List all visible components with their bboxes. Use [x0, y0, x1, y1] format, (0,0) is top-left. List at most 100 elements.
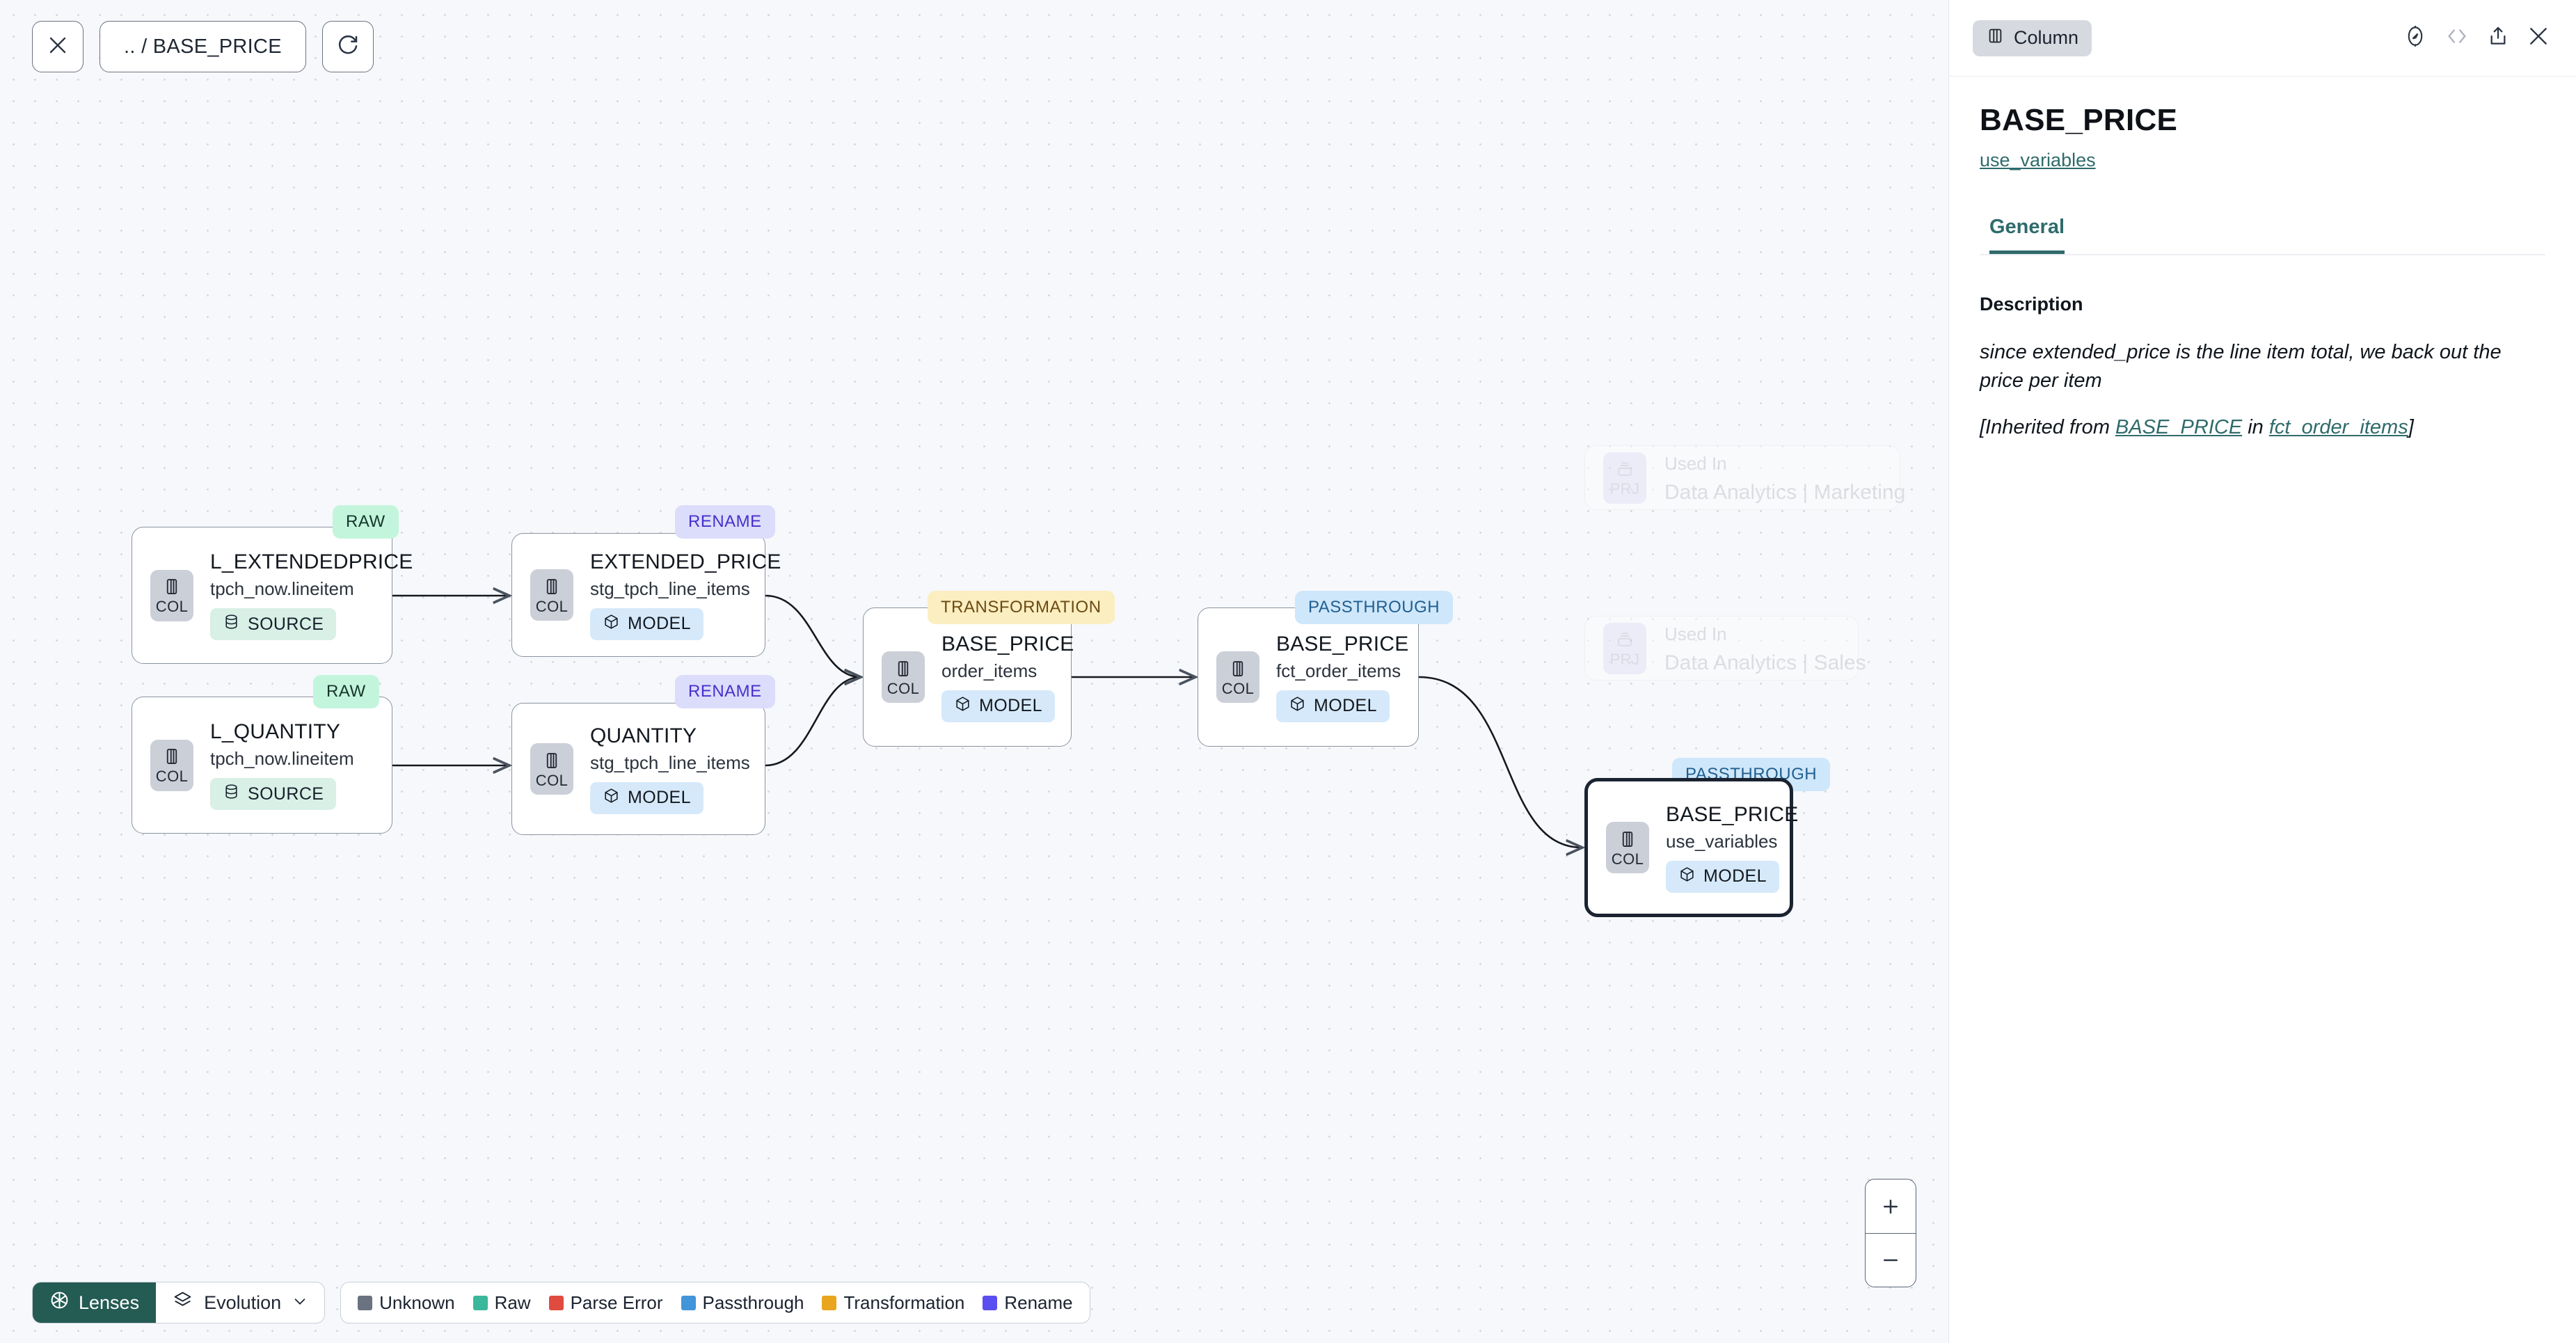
- compass-icon[interactable]: [2403, 24, 2427, 51]
- zoom-out-button[interactable]: [1866, 1233, 1916, 1287]
- node-kind-badge: MODEL: [1666, 860, 1779, 893]
- legend-swatch: [548, 1295, 564, 1310]
- lineage-badge-quantity: RENAME: [675, 675, 775, 708]
- model-link[interactable]: use_variables: [1980, 150, 2096, 170]
- lineage-badge-order_items: TRANSFORMATION: [928, 591, 1115, 624]
- used-in-label: Used In: [1664, 623, 1727, 644]
- legend-swatch: [358, 1295, 373, 1310]
- chip-label: COL: [155, 598, 189, 615]
- column-type-chip: COL: [150, 569, 193, 621]
- canvas-toolbar: .. / BASE_PRICE: [32, 21, 374, 72]
- legend-item[interactable]: Parse Error: [548, 1292, 663, 1314]
- zoom-in-button[interactable]: [1866, 1179, 1916, 1233]
- legend-label: Raw: [494, 1292, 531, 1313]
- project-type-chip: PRJ: [1603, 622, 1646, 674]
- column-type-chip: COL: [1216, 651, 1259, 703]
- details-panel: Column: [1948, 0, 2576, 1343]
- share-icon[interactable]: [2487, 25, 2509, 51]
- used-in-card-used-sales[interactable]: PRJ Used In Data Analytics | Sales: [1584, 616, 1866, 681]
- chip-label: COL: [155, 768, 189, 785]
- project-type-chip: PRJ: [1603, 452, 1646, 504]
- column-icon: [161, 746, 182, 767]
- panel-header: Column: [1949, 0, 2576, 77]
- evolution-dropdown[interactable]: Evolution: [156, 1282, 324, 1323]
- chip-label: COL: [1611, 850, 1644, 868]
- node-subtitle: fct_order_items: [1276, 660, 1401, 681]
- used-in-label: Used In: [1664, 452, 1727, 474]
- node-kind-label: SOURCE: [248, 784, 324, 804]
- legend-swatch: [472, 1295, 488, 1310]
- lenses-button[interactable]: Lenses: [33, 1282, 157, 1323]
- node-kind-badge: MODEL: [590, 607, 703, 640]
- legend-swatch: [681, 1295, 696, 1310]
- column-type-chip: COL: [530, 743, 573, 795]
- code-icon[interactable]: [2445, 24, 2469, 51]
- chip-label: PRJ: [1609, 480, 1640, 498]
- inherit-prefix: [Inherited from: [1980, 416, 2116, 439]
- legend-item[interactable]: Rename: [983, 1292, 1073, 1314]
- node-subtitle: stg_tpch_line_items: [590, 578, 750, 599]
- legend-item[interactable]: Passthrough: [681, 1292, 804, 1314]
- aperture-icon: [49, 1290, 70, 1315]
- close-button[interactable]: [32, 21, 84, 72]
- panel-body: BASE_PRICE use_variables General Descrip…: [1949, 77, 2576, 439]
- inherit-mid: in: [2242, 416, 2269, 439]
- refresh-icon: [337, 34, 359, 60]
- lineage-badge-extended_price: RENAME: [675, 505, 775, 539]
- legend-label: Passthrough: [702, 1292, 804, 1313]
- node-title: BASE_PRICE: [1666, 802, 1799, 826]
- breadcrumb[interactable]: .. / BASE_PRICE: [100, 21, 306, 72]
- chip-label: COL: [887, 679, 920, 697]
- cube-icon: [1289, 695, 1306, 717]
- node-kind-badge: SOURCE: [210, 778, 337, 810]
- node-subtitle: tpch_now.lineitem: [210, 748, 354, 769]
- column-icon: [1986, 26, 2005, 50]
- legend-item[interactable]: Transformation: [822, 1292, 964, 1314]
- column-icon: [1617, 829, 1638, 850]
- node-subtitle: tpch_now.lineitem: [210, 578, 354, 599]
- node-title: BASE_PRICE: [1276, 632, 1409, 655]
- node-kind-label: MODEL: [628, 788, 691, 807]
- used-in-name: Data Analytics | Sales: [1664, 651, 1866, 675]
- node-title: EXTENDED_PRICE: [590, 550, 781, 573]
- column-icon: [893, 658, 914, 679]
- inherit-column-link[interactable]: BASE_PRICE: [2115, 416, 2243, 439]
- zoom-controls: [1865, 1179, 1916, 1287]
- legend-swatch: [983, 1295, 998, 1310]
- refresh-button[interactable]: [321, 21, 374, 72]
- legend-label: Rename: [1004, 1292, 1073, 1313]
- column-type-chip: COL: [882, 651, 925, 703]
- node-kind-label: MODEL: [979, 696, 1042, 715]
- tab-general[interactable]: General: [1989, 216, 2065, 254]
- plus-icon: [1884, 1199, 1898, 1214]
- legend-item[interactable]: Raw: [472, 1292, 531, 1314]
- legend-label: Transformation: [843, 1292, 965, 1313]
- cube-icon: [603, 613, 620, 635]
- inherit-model-link[interactable]: fct_order_items: [2268, 416, 2408, 439]
- legend-item[interactable]: Unknown: [358, 1292, 455, 1314]
- lineage-badge-l_quantity: RAW: [313, 675, 379, 708]
- lineage-badge-l_extendedprice: RAW: [333, 505, 399, 539]
- node-kind-label: MODEL: [628, 614, 691, 633]
- lineage-legend: Unknown Raw Parse Error Passthrough Transfor…: [340, 1282, 1090, 1324]
- inherited-from: [Inherited from BASE_PRICE in fct_order_…: [1980, 416, 2545, 439]
- close-panel-icon[interactable]: [2527, 25, 2550, 51]
- description-text: since extended_price is the line item to…: [1980, 341, 2502, 392]
- panel-actions: [2403, 24, 2550, 51]
- cube-icon: [603, 787, 620, 809]
- project-icon: [1614, 459, 1635, 479]
- node-kind-label: MODEL: [1314, 696, 1377, 715]
- panel-tabs: General: [1980, 216, 2545, 255]
- project-icon: [1614, 629, 1635, 650]
- column-type-chip: COL: [1606, 822, 1649, 873]
- node-kind-badge: MODEL: [1276, 690, 1390, 722]
